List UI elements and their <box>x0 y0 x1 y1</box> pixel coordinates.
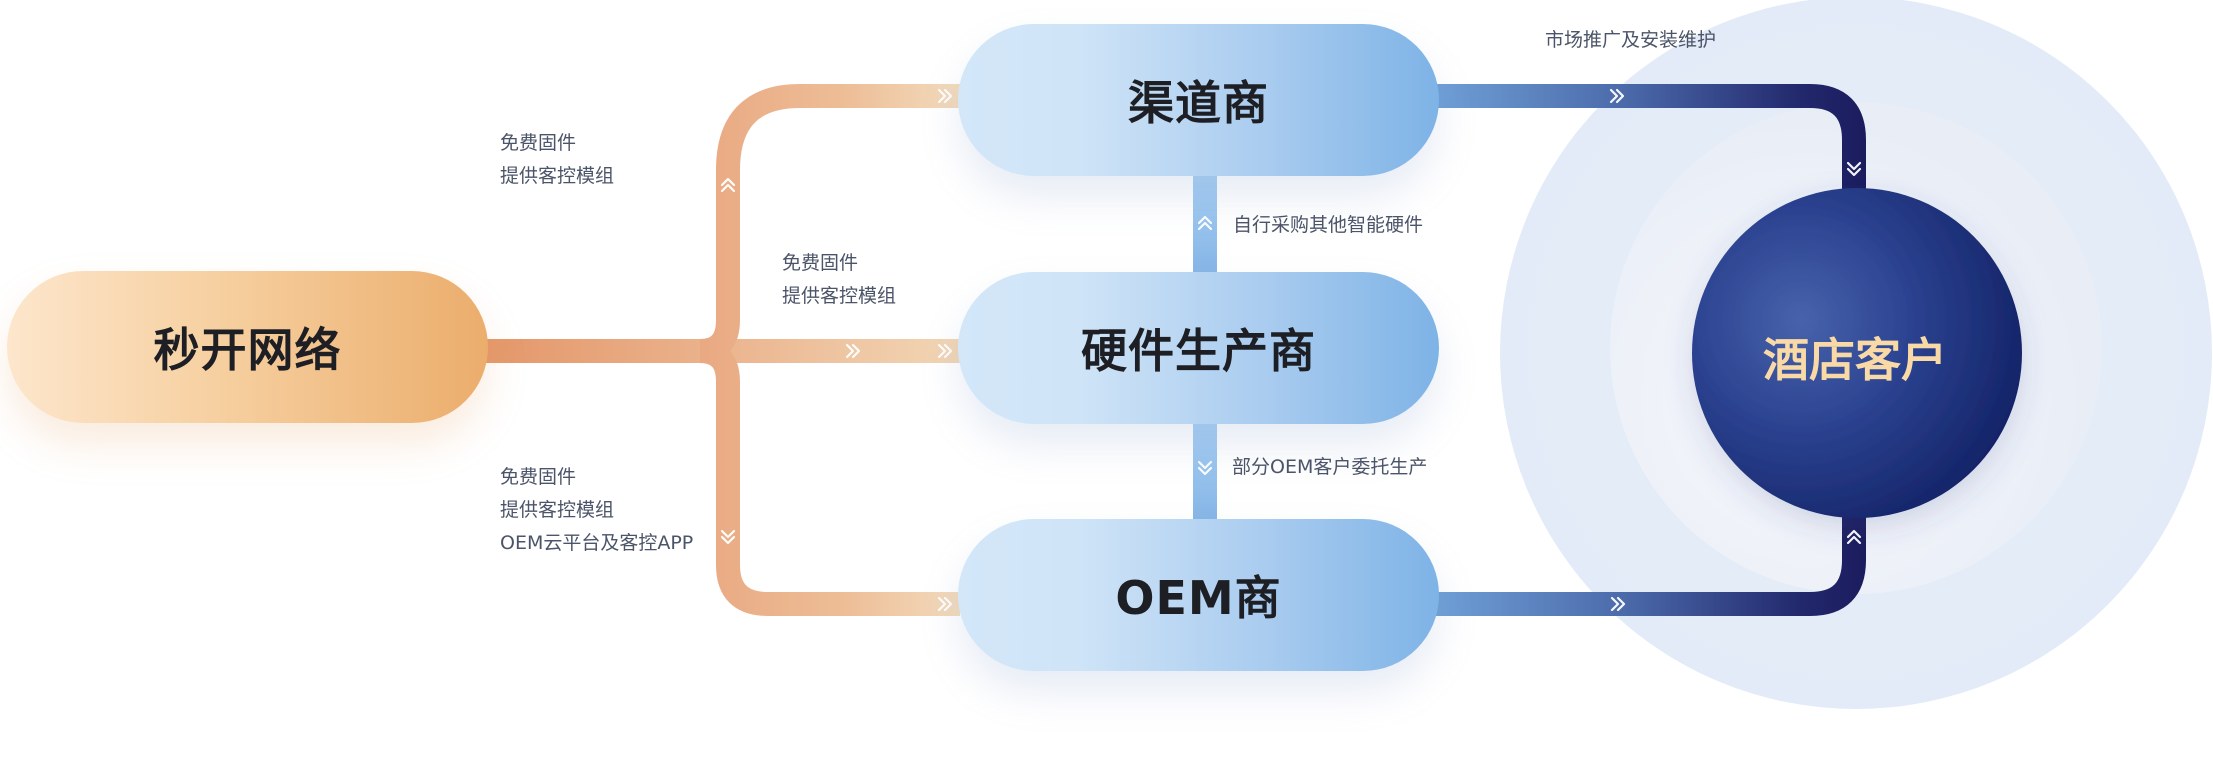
chevron-down-icon <box>1197 460 1213 476</box>
edge-label-to-hardware: 免费固件 提供客控模组 <box>782 247 896 313</box>
edge-label-hardware-to-oem: 部分OEM客户委托生产 <box>1232 456 1428 478</box>
connector-source-to-oem <box>699 339 960 616</box>
chevron-right-icon <box>845 343 861 359</box>
label-line: 提供客控模组 <box>782 285 897 307</box>
chevron-right-icon <box>937 343 953 359</box>
edge-label-to-customer: 市场推广及安装维护 <box>1545 29 1717 51</box>
label-line: 免费固件 <box>782 252 859 274</box>
chevron-right-icon <box>937 88 953 104</box>
chevron-right-icon <box>1609 88 1625 104</box>
chevron-up-icon <box>1197 215 1213 231</box>
node-source-label: 秒开网络 <box>153 323 342 377</box>
chevron-down-icon <box>720 529 736 545</box>
node-customer-label: 酒店客户 <box>1763 333 1947 387</box>
node-channel-label: 渠道商 <box>1128 76 1269 130</box>
edge-label-to-channel: 免费固件 提供客控模组 <box>500 127 614 193</box>
node-oem: OEM商 <box>958 519 1439 671</box>
node-hardware: 硬件生产商 <box>958 272 1439 424</box>
connector-oem-to-customer <box>1436 510 1866 616</box>
label-line: 免费固件 <box>500 466 577 488</box>
connector-hardware-to-oem <box>1193 421 1217 521</box>
customer-sphere <box>1692 188 2022 518</box>
chevron-right-icon <box>1610 596 1626 612</box>
chevron-up-icon <box>1846 529 1862 545</box>
node-source: 秒开网络 <box>7 271 488 423</box>
node-hardware-label: 硬件生产商 <box>1081 324 1316 378</box>
edge-label-hardware-to-channel: 自行采购其他智能硬件 <box>1233 214 1424 236</box>
node-oem-label: OEM商 <box>1115 571 1282 625</box>
label-line: 提供客控模组 <box>500 499 615 521</box>
chevron-right-icon <box>937 596 953 612</box>
label-line: OEM云平台及客控APP <box>500 532 694 554</box>
chevron-up-icon <box>720 177 736 193</box>
node-channel: 渠道商 <box>958 24 1439 176</box>
edge-label-to-oem: 免费固件 提供客控模组 OEM云平台及客控APP <box>500 461 693 560</box>
connector-channel-to-customer <box>1436 84 1866 196</box>
label-line: 提供客控模组 <box>500 165 615 187</box>
label-line: 免费固件 <box>500 132 577 154</box>
chevron-down-icon <box>1846 161 1862 177</box>
